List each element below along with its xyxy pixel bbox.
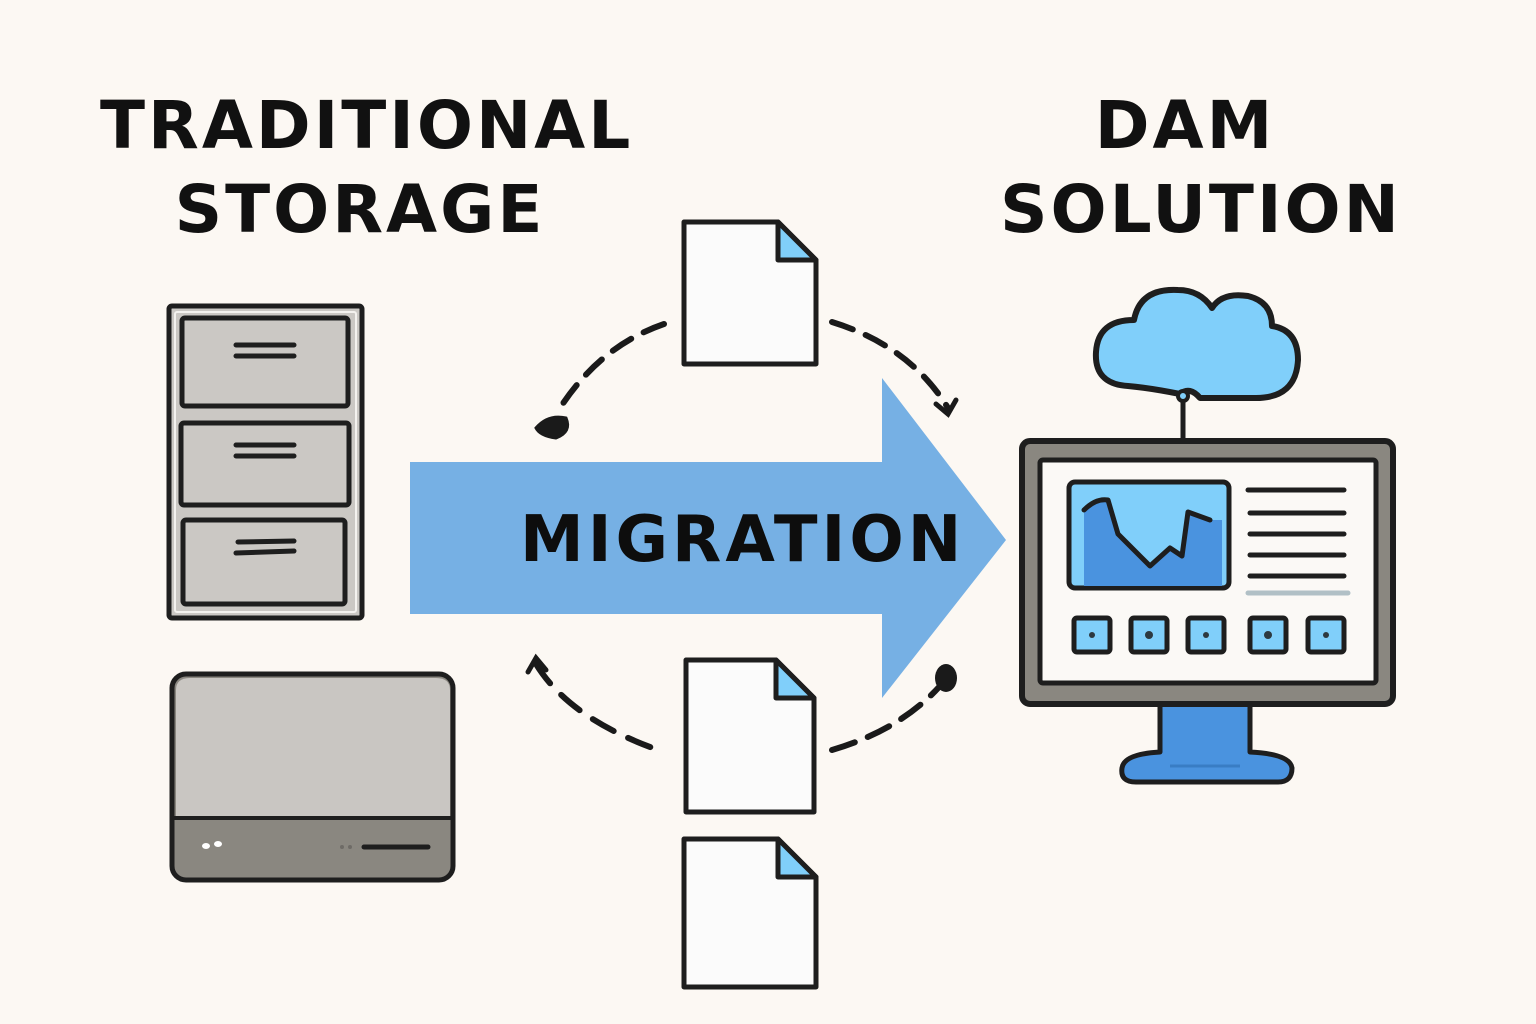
dam-solution-title-line2: SOLUTION xyxy=(1000,171,1402,248)
monitor-icon xyxy=(1019,438,1396,785)
thumbnail xyxy=(1071,615,1113,655)
migration-label: MIGRATION xyxy=(520,503,966,577)
thumbnail xyxy=(1128,615,1170,655)
drive-led xyxy=(214,841,222,847)
monitor-stand xyxy=(1119,700,1295,785)
hard-drive-icon xyxy=(169,671,456,883)
metadata-lines xyxy=(1245,487,1351,596)
document-bottom-1-icon xyxy=(683,657,817,815)
dashed-connector-top-right xyxy=(829,319,959,418)
arrowhead-top-left xyxy=(534,415,570,440)
dashed-curve-bottom-left xyxy=(533,661,667,755)
arrowhead-top-right xyxy=(933,397,959,418)
thumbnail xyxy=(1305,615,1347,655)
dashed-connector-bottom-left xyxy=(525,653,667,755)
cabinet-drawer xyxy=(180,517,348,607)
thumbnail xyxy=(1247,615,1289,655)
dashed-connector-bottom-right xyxy=(829,664,957,753)
traditional-storage-title: TRADITIONAL STORAGE xyxy=(100,84,634,252)
documents xyxy=(681,219,819,990)
thumbnail xyxy=(1185,615,1227,655)
traditional-storage-title-line1: TRADITIONAL xyxy=(100,87,634,164)
page-fold xyxy=(773,657,817,701)
filing-cabinet-icon xyxy=(166,303,365,621)
dashed-curve-bottom-right xyxy=(829,683,943,753)
drive-led xyxy=(202,843,210,849)
image-preview-icon xyxy=(1066,479,1232,591)
dam-solution-title: DAM SOLUTION xyxy=(1000,84,1402,252)
document-bottom-2-icon xyxy=(681,836,819,990)
page-fold xyxy=(775,219,819,263)
arrowhead-bottom-left xyxy=(525,653,549,675)
dam-solution-title-line1: DAM xyxy=(1094,87,1276,164)
dashed-curve-top-left xyxy=(557,321,667,411)
migration-arrow-shape xyxy=(410,378,1006,698)
page-fold xyxy=(775,836,819,880)
cabinet-drawer xyxy=(178,420,352,508)
document-top-icon xyxy=(681,219,819,367)
dashed-connector-top-left xyxy=(534,321,667,440)
arrowhead-bottom-right xyxy=(935,664,957,692)
migration-arrow xyxy=(410,378,1006,698)
cabinet-drawer xyxy=(179,315,351,409)
dashed-curve-top-right xyxy=(829,319,951,411)
thumbnail-row xyxy=(1071,615,1347,655)
traditional-storage-title-line2: STORAGE xyxy=(174,171,546,248)
cloud-icon xyxy=(1092,286,1301,440)
